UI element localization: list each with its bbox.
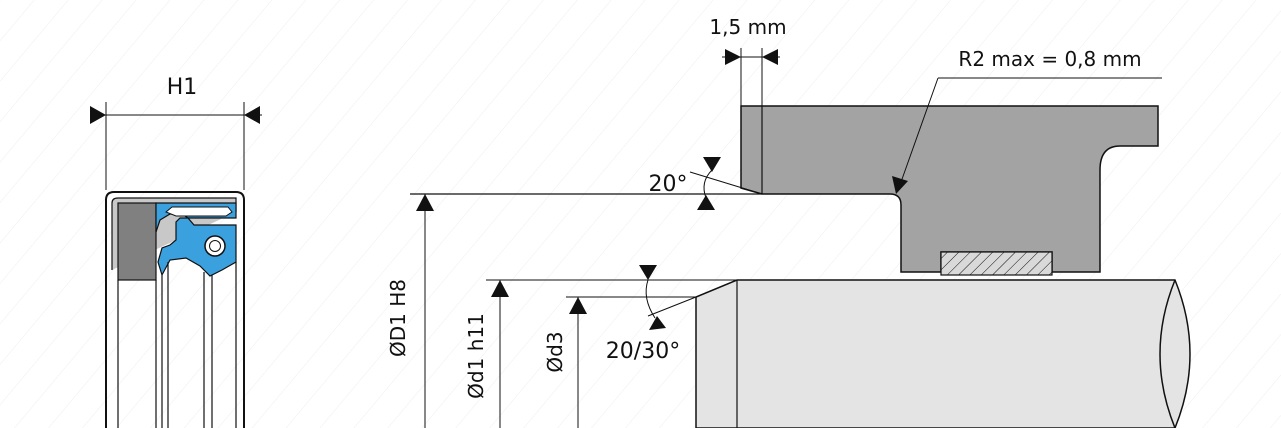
rod bbox=[486, 279, 1191, 428]
housing bbox=[410, 105, 1159, 276]
step-dimension: 1,5 mm bbox=[709, 15, 787, 106]
dia-housing-arrow bbox=[416, 194, 434, 211]
h1-arrow-left bbox=[90, 106, 106, 124]
seal-body bbox=[117, 202, 157, 281]
h1-dimension: H1 bbox=[90, 75, 262, 190]
housing-angle: 20° bbox=[649, 157, 763, 210]
seal-cross-section bbox=[105, 191, 245, 428]
radius-callout: R2 max = 0,8 mm bbox=[892, 47, 1162, 194]
radius-label: R2 max = 0,8 mm bbox=[958, 47, 1141, 71]
housing-angle-label: 20° bbox=[649, 172, 688, 197]
h1-arrow-right bbox=[244, 106, 260, 124]
seal-case bbox=[105, 191, 245, 428]
housing-angle-arc bbox=[703, 169, 713, 199]
garter-spring bbox=[204, 235, 226, 257]
step-arrow-left bbox=[725, 49, 741, 65]
step-arrow-right bbox=[762, 49, 778, 65]
seal-spring-groove bbox=[165, 206, 233, 217]
rod-angle-label: 20/30° bbox=[606, 339, 680, 364]
housing-angle-arrow-top bbox=[703, 157, 721, 172]
dia-housing-label: ØD1 H8 bbox=[386, 279, 410, 357]
rod-body bbox=[695, 279, 1191, 428]
rod-angle-arrow-bottom bbox=[649, 316, 666, 330]
radius-arrow bbox=[892, 176, 908, 194]
housing-angle-arrow-bottom bbox=[697, 195, 715, 210]
rod-angle-arrow-top bbox=[639, 265, 657, 280]
dia-chamfer-label: Ød3 bbox=[543, 331, 567, 372]
dia-chamfer-arrow bbox=[569, 297, 587, 314]
housing-angle-leader bbox=[689, 171, 763, 195]
dia-rod-arrow bbox=[491, 280, 509, 297]
h1-label: H1 bbox=[167, 75, 198, 100]
radius-leader bbox=[900, 77, 939, 183]
step-label: 1,5 mm bbox=[709, 15, 786, 39]
garter-spring-inner bbox=[209, 240, 221, 252]
rod-angle: 20/30° bbox=[606, 265, 697, 364]
housing-groove-hatch bbox=[941, 252, 1052, 275]
dia-rod-label: Ød1 h11 bbox=[464, 313, 488, 399]
rod-angle-arc bbox=[645, 279, 656, 319]
rod-angle-leader bbox=[647, 296, 697, 317]
rod-break-line bbox=[1159, 279, 1176, 428]
diameter-dimensions: ØD1 H8 Ød1 h11 Ød3 bbox=[386, 194, 587, 428]
